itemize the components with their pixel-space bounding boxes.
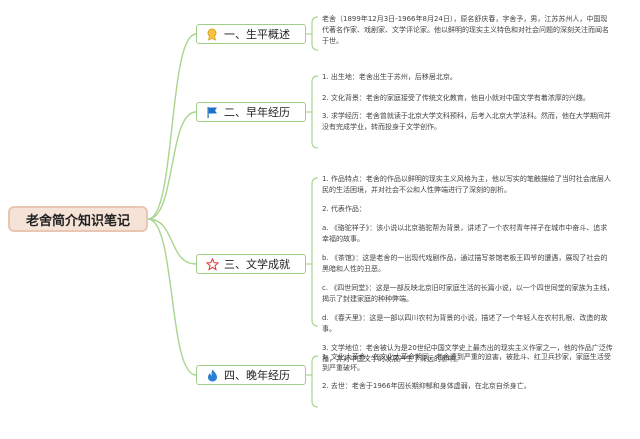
- medal-icon: [205, 27, 219, 41]
- root-label: 老舍简介知识笔记: [25, 213, 130, 229]
- leaf-text: c. 《四世同堂》：这是一部反映北京旧时家庭生活的长篇小说，以一个四世同堂的家族…: [322, 284, 614, 303]
- leaf-bracket-connector: [311, 355, 319, 408]
- leaf-bracket-connector: [311, 16, 319, 51]
- topic-node-literary-achievements[interactable]: 三、文学成就: [196, 254, 306, 274]
- leaf-text: d. 《春天里》：这是一部以四川农村为背景的小说，描述了一个年轻人在农村扎根、改…: [322, 314, 608, 333]
- topic-label: 四、晚年经历: [224, 369, 290, 382]
- leaf-text: 3. 文学地位：老舍被认为是20世纪中国文学史上最杰出的现实主义作家之一，他的作…: [322, 344, 613, 363]
- flame-icon: [205, 368, 219, 382]
- topic-label: 二、早年经历: [224, 106, 290, 119]
- leaf-group-life-overview: 老舍（1899年12月3日-1966年8月24日），原名舒庆春，字舍予，男，江苏…: [322, 14, 614, 47]
- leaf-group-literary-achievements: 1. 作品特点：老舍的作品以鲜明的现实主义风格为主，他以写实的笔触描绘了当时社会…: [322, 174, 614, 365]
- topic-label: 三、文学成就: [224, 258, 290, 271]
- star-icon: [205, 257, 219, 271]
- leaf-text: 1. 作品特点：老舍的作品以鲜明的现实主义风格为主，他以写实的笔触描绘了当时社会…: [322, 175, 611, 194]
- topic-label: 一、生平概述: [224, 28, 290, 41]
- topic-node-early-years[interactable]: 二、早年经历: [196, 102, 306, 122]
- leaf-bracket-connector: [311, 177, 319, 327]
- leaf-text: 2. 代表作品：: [322, 205, 366, 213]
- leaf-group-later-years: 1. 文化大革命：在文化大革命期间，老舍遭到严重的迫害，被批斗、红卫兵抄家，家庭…: [322, 352, 614, 392]
- topic-node-life-overview[interactable]: 一、生平概述: [196, 24, 306, 44]
- root-to-topic-connector: [147, 218, 197, 265]
- leaf-text: 1. 出生地：老舍出生于苏州，后移居北京。: [322, 73, 457, 81]
- leaf-text: 2. 文化背景：老舍的家庭接受了传统文化教育，他自小就对中国文学有着浓厚的兴趣。: [322, 94, 590, 102]
- leaf-group-early-years: 1. 出生地：老舍出生于苏州，后移居北京。 2. 文化背景：老舍的家庭接受了传统…: [322, 72, 614, 133]
- leaf-bracket-connector: [311, 75, 319, 149]
- root-to-topic-connector: [147, 218, 197, 376]
- leaf-text: a. 《骆驼祥子》：该小说以北京骆驼帮为背景，讲述了一个农村青年祥子在城市中奋斗…: [322, 224, 608, 243]
- leaf-text: b. 《茶馆》：这是老舍的一出现代戏剧作品，通过描写茶馆老板王四爷的遭遇，展现了…: [322, 254, 608, 273]
- leaf-text: 1. 文化大革命：在文化大革命期间，老舍遭到严重的迫害，被批斗、红卫兵抄家，家庭…: [322, 353, 611, 372]
- leaf-text: 老舍（1899年12月3日-1966年8月24日），原名舒庆春，字舍予，男，江苏…: [322, 15, 609, 45]
- leaf-text: 2. 去世：老舍于1966年因长期抑郁和身体虚弱，在北京自杀身亡。: [322, 382, 531, 390]
- topic-node-later-years[interactable]: 四、晚年经历: [196, 365, 306, 385]
- root-node[interactable]: 老舍简介知识笔记: [8, 206, 148, 232]
- flag-icon: [205, 105, 219, 119]
- root-to-topic-connector: [147, 111, 197, 220]
- root-to-topic-connector: [147, 33, 197, 220]
- leaf-text: 3. 求学经历：老舍曾就读于北京大学文科预科，后考入北京大学法科。然而，他在大学…: [322, 112, 611, 131]
